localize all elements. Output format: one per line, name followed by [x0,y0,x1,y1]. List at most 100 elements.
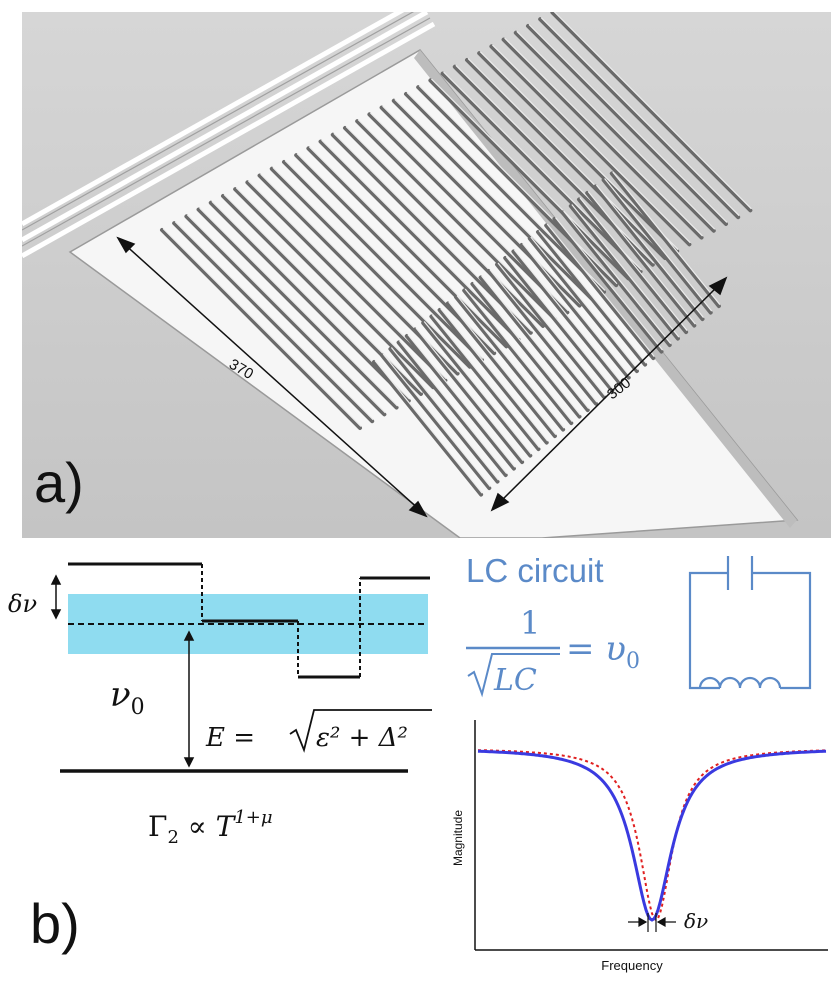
plot-delta-label: δν [684,909,708,933]
meander-stripe [544,223,656,361]
meander-stripe-highlight [321,139,520,339]
meander-stripe [552,217,664,354]
meander-stripe-highlight [516,30,716,230]
meander-block-right [372,171,721,497]
meander-stripe-highlight [390,347,499,481]
meander-stripe-highlight [546,223,655,357]
meander-stripe-highlight [430,78,630,278]
meander-stripe-highlight [448,301,557,435]
resonance-plot: Magnitude Frequency δν [451,720,828,973]
meander-stripe-highlight [554,217,663,351]
meander-stripe-highlight [186,214,386,414]
meander-stripe [184,214,387,417]
lc-rhs: = υ0 [566,629,640,674]
meander-stripe [245,180,448,383]
panel-a-label: a) [34,451,84,514]
meander-stripe [404,334,516,471]
meander-stripe-highlight [382,353,491,487]
meander-stripe-highlight [472,282,581,416]
meander-stripe-highlight [418,85,618,285]
meander-stripe [527,236,639,374]
meander-stripe [526,24,728,226]
meander-stripe-highlight [489,269,598,403]
meander-stripe [437,308,549,445]
render-svg: 370 300 a) [20,0,831,539]
meander-stripe-highlight [497,262,606,396]
panel-b-label: b) [30,892,80,955]
plot-delta-marker [628,913,676,932]
meander-stripe-highlight [528,24,728,223]
meander-stripe [318,139,521,342]
chip-edge [414,50,797,528]
meander-stripe-highlight [552,10,752,210]
energy-equation: E = [205,723,255,753]
meander-stripe [172,221,375,424]
nu0-label: ν0 [110,675,145,720]
meander-stripe-highlight [505,256,614,390]
meander-stripe [388,347,500,484]
meander-stripe [519,243,631,380]
meander-stripe-highlight [522,243,631,377]
meander-stripe [196,207,399,410]
meander-stripe [513,30,716,233]
meander-stripe [503,256,615,393]
meander-stripe [568,204,680,341]
meander-stripe [306,146,509,349]
meander-stripe-highlight [504,37,703,237]
meander-stripe-highlight [481,275,590,409]
meander-stripe-highlight [199,207,398,407]
energy-trace-risers [201,564,361,677]
meander-stripe-highlight [431,314,540,448]
meander-stripe [478,275,590,413]
meander-stripe [489,44,692,247]
lc-title: LC circuit [466,552,604,589]
meander-stripe [343,126,545,328]
meander-stripe [462,288,574,426]
panel-b-svg: δν ν0 E = ε² + Δ² Γ2 ∝ T1+μ b) LC circui… [8,552,828,973]
nu0-arrow [183,630,195,768]
meander-stripe [477,51,680,254]
meander-stripe-highlight [513,249,622,383]
meander-stripe [577,197,689,335]
meander-stripe [538,17,741,220]
meander-stripe [440,71,643,274]
meander-stripe [536,230,648,367]
meander-stripe [372,360,484,497]
delta-nu-arrow [50,574,62,620]
curve-red-dotted [477,749,827,922]
meander-stripe [233,187,436,390]
meander-stripe [429,314,541,452]
meander-stripe-highlight [455,64,655,264]
meander-stripe-highlight [423,321,532,455]
meander-stripe-highlight [382,105,581,305]
meander-stripe [454,295,566,432]
meander-stripe [396,340,508,478]
meander-stripe [269,166,472,369]
dimension-arrows [116,236,728,518]
meander-stripe-highlight [415,327,524,461]
meander-stripe [445,301,557,439]
meander-stripe-highlight [407,334,516,468]
meander-stripe-highlight [162,228,362,427]
meander-stripe-highlight [612,171,721,305]
meander-stripe [465,58,667,260]
meander-stripe-highlight [456,295,565,429]
meander-block-left [160,10,753,430]
meander-stripe-highlight [374,360,483,494]
meander-stripe [585,191,697,328]
gamma-relation: Γ2 ∝ T1+μ [148,807,273,848]
meander-stripe-highlight [538,230,647,364]
meander-stripe [355,119,558,322]
meander-stripe [282,160,484,362]
meander-stripe-highlight [464,288,573,422]
meander-stripe-highlight [345,126,545,325]
meander-stripe-highlight [595,184,704,318]
meander-stripe-highlight [571,204,680,338]
meander-stripe-highlight [530,236,639,370]
meander-stripe [501,37,704,240]
rail-lines [20,0,436,259]
sqrt-sign [289,709,432,753]
meander-stripe [609,171,721,309]
meander-stripe [486,269,598,406]
meander-stripe-highlight [223,194,423,393]
